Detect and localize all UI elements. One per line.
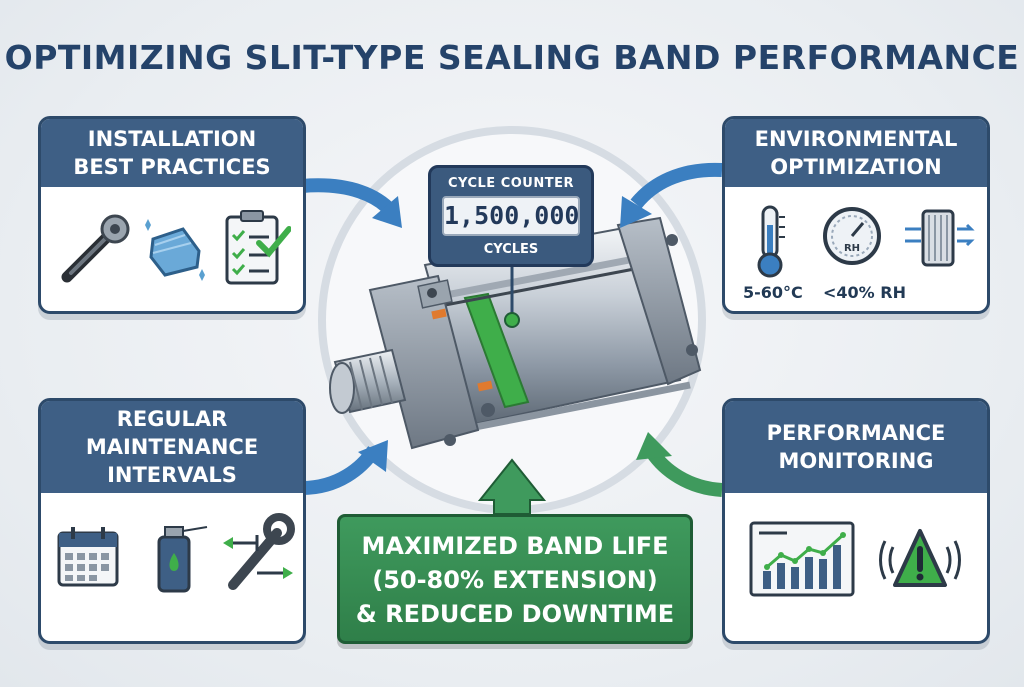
wrench-icon	[61, 214, 130, 283]
card-installation-header: INSTALLATION BEST PRACTICES	[41, 119, 303, 187]
spray-can-icon	[157, 526, 208, 593]
gauge-icon: RH	[823, 207, 881, 265]
warning-icon	[879, 529, 961, 587]
cycle-counter-unit: CYCLES	[483, 242, 539, 257]
arrow-environmental	[630, 162, 723, 209]
card-environmental-header: ENVIRONMENTAL OPTIMIZATION	[725, 119, 987, 187]
card-monitoring-header: PERFORMANCE MONITORING	[725, 401, 987, 493]
filter-icon	[905, 209, 975, 267]
card-maintenance: REGULAR MAINTENANCE INTERVALS	[38, 398, 306, 644]
cycle-counter-value: 1,500,000	[442, 196, 580, 236]
sealing-band	[463, 292, 530, 409]
trend-chart-icon	[749, 521, 855, 597]
checklist-icon	[225, 210, 291, 285]
cycle-counter: CYCLE COUNTER 1,500,000 CYCLES	[428, 165, 594, 267]
result-line-1: MAXIMIZED BAND LIFE	[361, 532, 669, 560]
result-box: MAXIMIZED BAND LIFE (50-80% EXTENSION) &…	[337, 514, 693, 644]
gauge-text: RH	[844, 243, 860, 254]
page-title: OPTIMIZING SLIT-TYPE SEALING BAND PERFOR…	[4, 38, 1020, 77]
card-environmental: ENVIRONMENTAL OPTIMIZATION RH	[722, 116, 990, 314]
temperature-label: 5-60°C	[743, 283, 803, 302]
card-maintenance-header: REGULAR MAINTENANCE INTERVALS	[41, 401, 303, 493]
result-line-3: & REDUCED DOWNTIME	[355, 600, 675, 628]
calendar-icon	[57, 527, 119, 587]
humidity-label: <40% RH	[823, 283, 906, 302]
arrow-result-up	[477, 458, 547, 515]
card-monitoring: PERFORMANCE MONITORING	[722, 398, 990, 644]
card-installation: INSTALLATION BEST PRACTICES	[38, 116, 306, 314]
arrow-monitoring	[646, 447, 723, 497]
cycle-counter-title: CYCLE COUNTER	[447, 176, 574, 191]
thermometer-icon	[757, 205, 785, 278]
result-line-2: (50-80% EXTENSION)	[372, 566, 658, 594]
wrench-alignment-icon	[223, 513, 295, 590]
cloth-icon	[145, 219, 205, 281]
